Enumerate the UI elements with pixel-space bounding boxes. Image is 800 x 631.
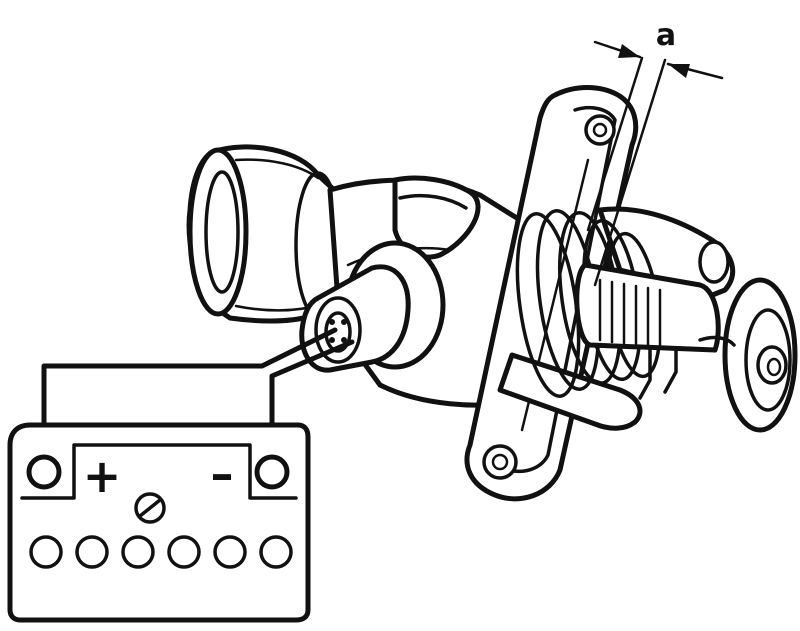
dimension-label: a <box>656 18 676 53</box>
positive-symbol: + <box>83 449 122 503</box>
cell-caps <box>29 535 293 569</box>
negative-terminal <box>254 454 290 490</box>
dimension-arrow-left <box>618 44 640 58</box>
dimension-a: a <box>586 18 724 287</box>
cell-cap <box>29 535 63 569</box>
positive-terminal <box>26 454 62 490</box>
wax-element <box>574 262 721 353</box>
coolant-outlet-pipe <box>186 144 348 324</box>
sensor-connector <box>299 240 446 373</box>
dimension-arrow-right <box>668 64 690 78</box>
battery-top-panel <box>20 443 298 500</box>
vent-cap <box>134 492 166 524</box>
cell-cap <box>213 535 247 569</box>
battery: + – <box>7 422 311 623</box>
thermostat-housing <box>186 85 798 502</box>
cell-cap <box>75 535 109 569</box>
valve-disc <box>698 277 798 433</box>
cell-cap <box>167 535 201 569</box>
positive-lead <box>41 327 338 448</box>
cell-cap <box>259 535 293 569</box>
negative-symbol: – <box>211 447 234 501</box>
cell-cap <box>121 535 155 569</box>
